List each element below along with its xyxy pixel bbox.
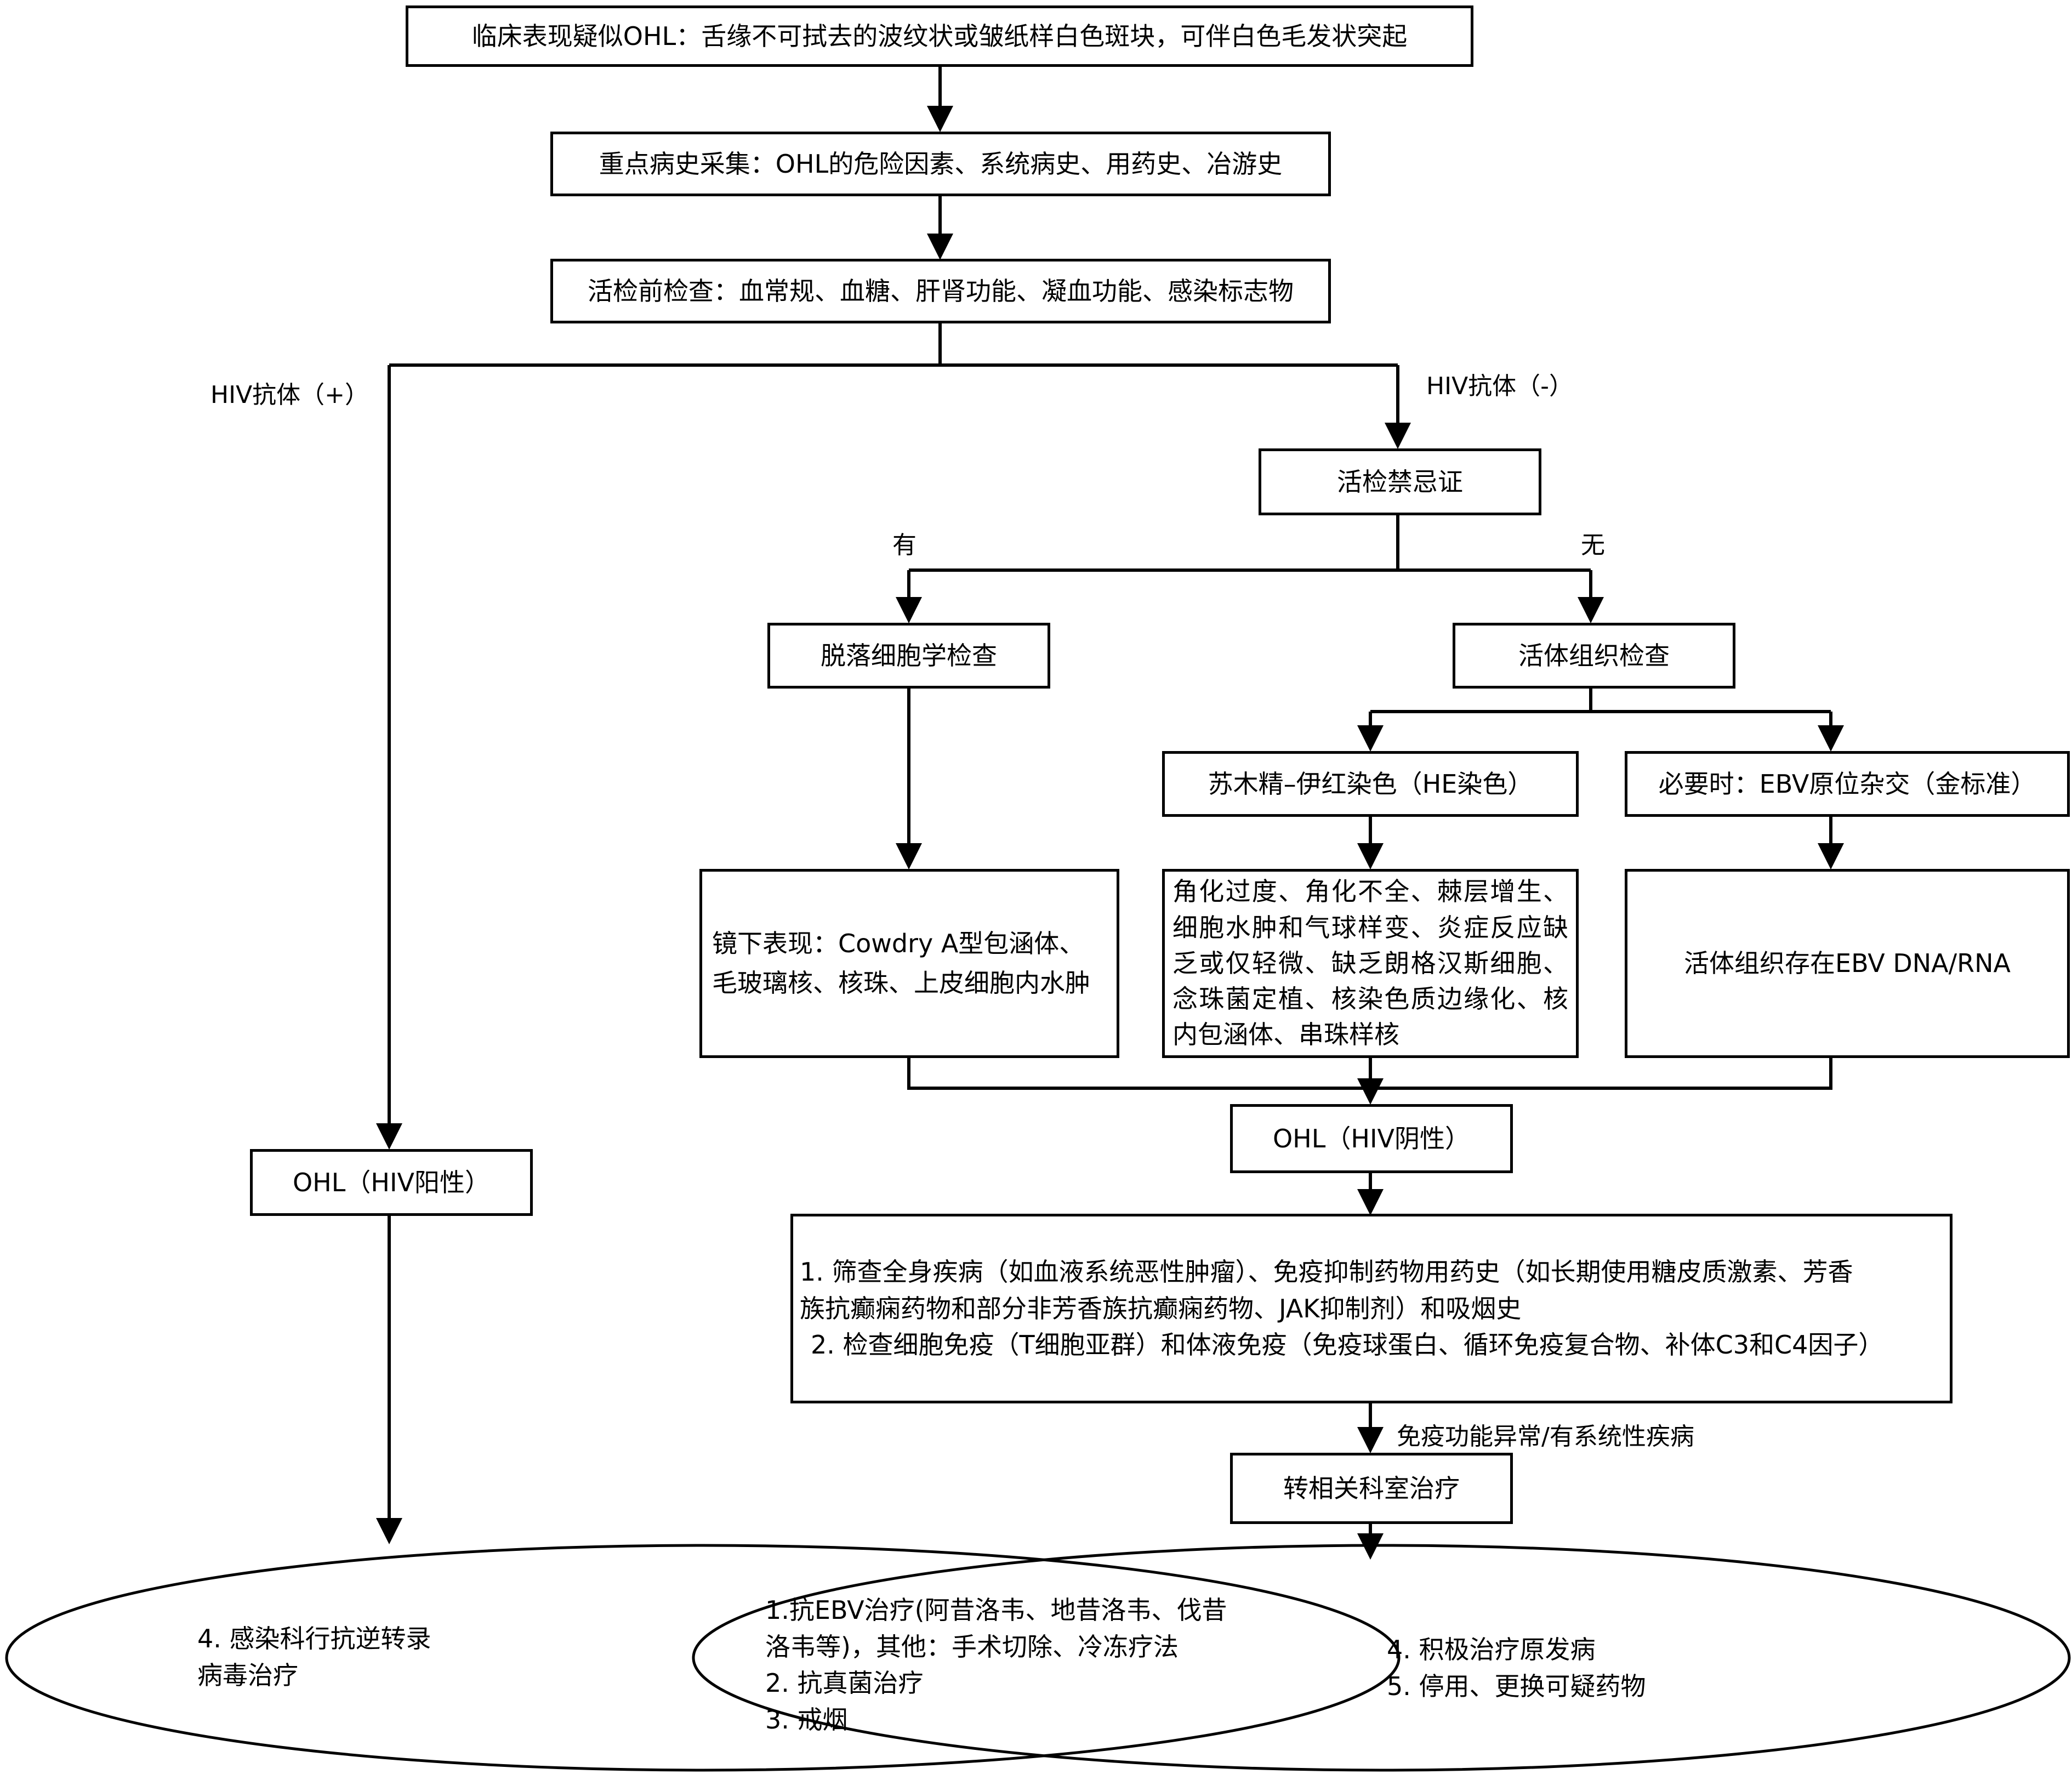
venn-right-line-2: 5. 停用、更换可疑药物: [1387, 1671, 1646, 1701]
venn-center-line-2: 洛韦等)，其他：手术切除、冷冻疗法: [765, 1631, 1179, 1662]
venn-left-line-1: 4. 感染科行抗逆转录: [197, 1624, 431, 1653]
label-immune-abnormal: 免疫功能异常/有系统性疾病: [1397, 1423, 1694, 1451]
screening-line-2: 族抗癫痫药物和部分非芳香族抗癫痫药物、JAK抑制剂）和吸烟史: [800, 1293, 1522, 1323]
node-biopsy-contraindication: 活检禁忌证: [1259, 448, 1541, 515]
label-contra-yes: 有: [892, 531, 917, 559]
venn-center-line-4: 3. 戒烟: [765, 1705, 848, 1735]
connector-hiv-split: [389, 322, 942, 367]
venn-left-line-2: 病毒治疗: [197, 1660, 298, 1690]
venn-right-line-1: 4. 积极治疗原发病: [1387, 1635, 1596, 1664]
node-microscopic-findings: 镜下表现：Cowdry A型包涵体、毛玻璃核、核珠、上皮细胞内水肿: [699, 869, 1119, 1058]
venn-center-line-3: 2. 抗真菌治疗: [765, 1668, 924, 1698]
node-referral: 转相关科室治疗: [1230, 1453, 1513, 1524]
node-tissue-biopsy: 活体组织检查: [1453, 623, 1735, 689]
node-exfoliative-cytology: 脱落细胞学检查: [767, 623, 1050, 689]
label-hiv-positive: HIV抗体（+）: [210, 381, 369, 409]
node-ebv-result: 活体组织存在EBV DNA/RNA: [1625, 869, 2070, 1058]
node-ohl-hiv-negative: OHL（HIV阴性）: [1230, 1104, 1513, 1173]
screening-line-3: 2. 检查细胞免疫（T细胞亚群）和体液免疫（免疫球蛋白、循环免疫复合物、补体C3…: [811, 1330, 1884, 1360]
venn-ellipse-right: [692, 1544, 2071, 1772]
venn-center-line-1: 1.抗EBV治疗(阿昔洛韦、地昔洛韦、伐昔: [765, 1595, 1227, 1625]
node-pre-biopsy-tests: 活检前检查：血常规、血糖、肝肾功能、凝血功能、感染标志物: [550, 259, 1331, 323]
label-hiv-negative: HIV抗体（-）: [1426, 372, 1574, 400]
node-ohl-hiv-positive: OHL（HIV阳性）: [250, 1149, 533, 1216]
node-he-findings: 角化过度、角化不全、棘层增生、细胞水肿和气球样变、炎症反应缺乏或仅轻微、缺乏朗格…: [1162, 869, 1579, 1058]
venn-left-text: 4. 感染科行抗逆转录 病毒治疗: [197, 1621, 431, 1693]
node-he-staining: 苏木精–伊红染色（HE染色）: [1162, 751, 1579, 817]
label-contra-no: 无: [1581, 531, 1605, 559]
screening-line-1: 1. 筛查全身疾病（如血液系统恶性肿瘤）、免疫抑制药物用药史（如长期使用糖皮质激…: [800, 1256, 1853, 1287]
node-ebv-in-situ: 必要时：EBV原位杂交（金标准）: [1625, 751, 2070, 817]
node-systemic-screening: 1. 筛查全身疾病（如血液系统恶性肿瘤）、免疫抑制药物用药史（如长期使用糖皮质激…: [790, 1214, 1953, 1403]
node-history-collection: 重点病史采集：OHL的危险因素、系统病史、用药史、冶游史: [550, 132, 1331, 196]
venn-right-text: 4. 积极治疗原发病 5. 停用、更换可疑药物: [1387, 1631, 1646, 1704]
venn-ellipse-left: [5, 1544, 1401, 1772]
venn-center-text: 1.抗EBV治疗(阿昔洛韦、地昔洛韦、伐昔 洛韦等)，其他：手术切除、冷冻疗法 …: [765, 1592, 1227, 1738]
node-clinical-suspicion: 临床表现疑似OHL：舌缘不可拭去的波纹状或皱纸样白色斑块，可伴白色毛发状突起: [406, 5, 1473, 67]
